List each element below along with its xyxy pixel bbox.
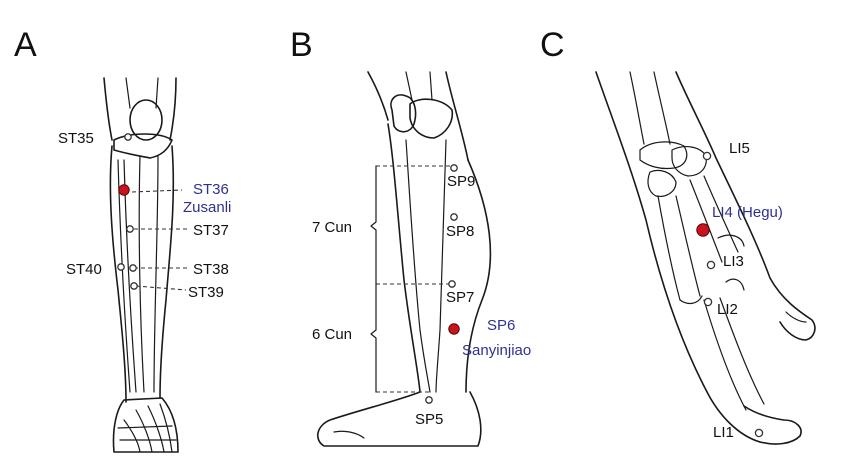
li2-point [703,297,713,307]
femoral-condyle [409,98,454,139]
index-phalanges [703,297,765,411]
carpal-2 [671,146,707,177]
leg-drawing-a [103,77,179,453]
sp5-point [425,396,433,404]
lower-span-label: 6 Cun [312,326,352,343]
index-fingertip [743,405,802,445]
li4-label: LI4 (Hegu) [712,204,783,221]
cun-dashed-guides [376,165,452,393]
hand-outline-palm-side [595,71,761,443]
leg-outline-left [109,145,127,403]
calf-outline [465,159,492,393]
li3-point [706,260,716,270]
femur-b [405,71,433,101]
hand-outline-back-side [675,71,816,341]
sp8-point [450,213,458,221]
st40-point [117,263,125,271]
tibia-b [405,139,447,393]
st36-leader [131,189,183,193]
sp9-point [450,164,458,172]
upper-span-label: 7 Cun [312,219,352,236]
sp7-point [448,280,456,288]
sp6-label: SP6 [487,317,515,334]
panel-c-letter: C [540,26,565,64]
st36-label: ST36 [193,181,229,198]
st36-name-label: Zusanli [183,199,231,216]
li2-label: LI2 [717,301,738,318]
web-crease [717,234,745,247]
st35-label: ST35 [58,130,94,147]
carpal-3 [647,169,677,197]
first-metacarpal [657,195,701,301]
carpal-1 [639,141,688,170]
sp6-point [448,323,460,335]
metacarpal-head [679,295,703,305]
cun-brace [370,165,377,393]
panel-a: A [14,26,231,453]
shin-outline [387,123,421,393]
radius [629,71,671,145]
panel-b-letter: B [290,26,313,64]
li1-point [754,428,764,438]
sp8-label: SP8 [446,223,474,240]
li3-label: LI3 [723,253,744,270]
femur [125,77,159,109]
foot [112,397,179,453]
thigh-outline-left [103,77,113,141]
patella-b [390,94,417,133]
foot-bones [117,403,177,453]
sp5-label: SP5 [415,411,443,428]
panel-a-letter: A [14,26,37,64]
li5-point [702,151,712,161]
sp7-label: SP7 [446,289,474,306]
thigh-outline-back [445,71,469,161]
st37-label: ST37 [193,222,229,239]
st38-point [129,264,137,272]
sp6-name-label: Sanyinjiao [462,342,531,359]
thigh-outline-front [367,71,389,121]
st40-label: ST40 [66,261,102,278]
hand-drawing-c [595,71,816,445]
finger-crease [785,311,807,323]
tibial-plateau [113,133,173,159]
tibia [138,155,159,393]
li4-point [696,223,710,237]
knuckle-crease [725,278,745,291]
toe-detail [333,430,365,439]
st38-label: ST38 [193,261,229,278]
st35-point [124,133,132,141]
st37-point [126,225,134,233]
st39-label: ST39 [188,284,224,301]
panel-c: C LI5 LI4 ( [540,26,816,445]
patella [129,99,163,141]
li1-label: LI1 [713,424,734,441]
st39-point [130,282,138,290]
st36-point [118,184,130,196]
panel-b: B SP9 SP8 SP7 S [290,26,531,447]
leg-outline-right [159,145,175,399]
st39-leader [135,285,187,291]
li5-label: LI5 [729,140,750,157]
leg-drawing-b [317,71,492,447]
foot-b [317,391,482,447]
second-metacarpal [689,175,739,263]
sp9-label: SP9 [447,173,475,190]
thigh-outline-right [169,77,177,141]
